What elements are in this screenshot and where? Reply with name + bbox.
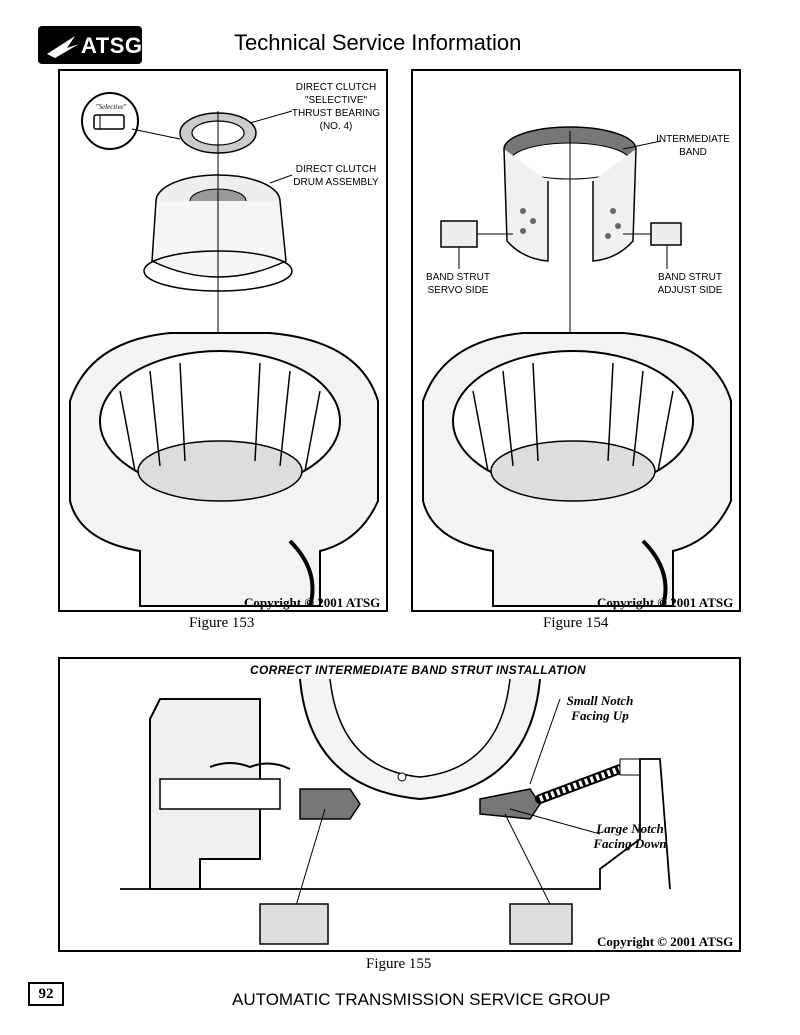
figure-153-copyright: Copyright © 2001 ATSG: [244, 595, 381, 610]
figure-153-frame: DIRECT CLUTCH "SELECTIVE" THRUST BEARING…: [58, 69, 388, 612]
label-small-notch: Small Notch Facing Up: [566, 693, 634, 723]
logo-text: ATSG: [81, 33, 143, 58]
figure-153-drawing: [69, 92, 379, 607]
figure-154-frame: INTERMEDIATE BAND BAND STRUT SERVO SIDE …: [411, 69, 741, 612]
page-title: Technical Service Information: [234, 30, 522, 55]
selective-badge-label: "Selective": [95, 103, 127, 111]
figure-153-caption: Figure 153: [189, 615, 255, 631]
atsg-logo: ATSG: [38, 26, 142, 64]
figure-155-frame: CORRECT INTERMEDIATE BAND STRUT INSTALLA…: [58, 657, 741, 952]
figure-155-drawing: [120, 678, 671, 945]
figure-155-copyright: Copyright © 2001 ATSG: [597, 934, 734, 949]
callout-intermediate-band: INTERMEDIATE BAND: [656, 134, 730, 158]
logo-swoosh-icon: [47, 36, 79, 58]
callout-thrust-bearing: DIRECT CLUTCH "SELECTIVE" THRUST BEARING…: [291, 82, 381, 132]
label-large-notch: Large Notch Facing Down: [593, 821, 667, 851]
figure-154-caption: Figure 154: [543, 615, 609, 631]
callout-strut-servo-side: BAND STRUT SERVO SIDE: [426, 272, 490, 296]
footer-org-name: AUTOMATIC TRANSMISSION SERVICE GROUP: [232, 990, 611, 1009]
figure-154-copyright: Copyright © 2001 ATSG: [597, 595, 734, 610]
callout-drum-assembly: DIRECT CLUTCH DRUM ASSEMBLY: [293, 164, 379, 188]
page-number: 92: [28, 982, 64, 1006]
figure-155-title: CORRECT INTERMEDIATE BAND STRUT INSTALLA…: [250, 663, 586, 677]
figure-155-caption: Figure 155: [366, 956, 432, 972]
callout-strut-adjust-side: BAND STRUT ADJUST SIDE: [657, 272, 723, 296]
figure-154-drawing: [422, 126, 732, 607]
